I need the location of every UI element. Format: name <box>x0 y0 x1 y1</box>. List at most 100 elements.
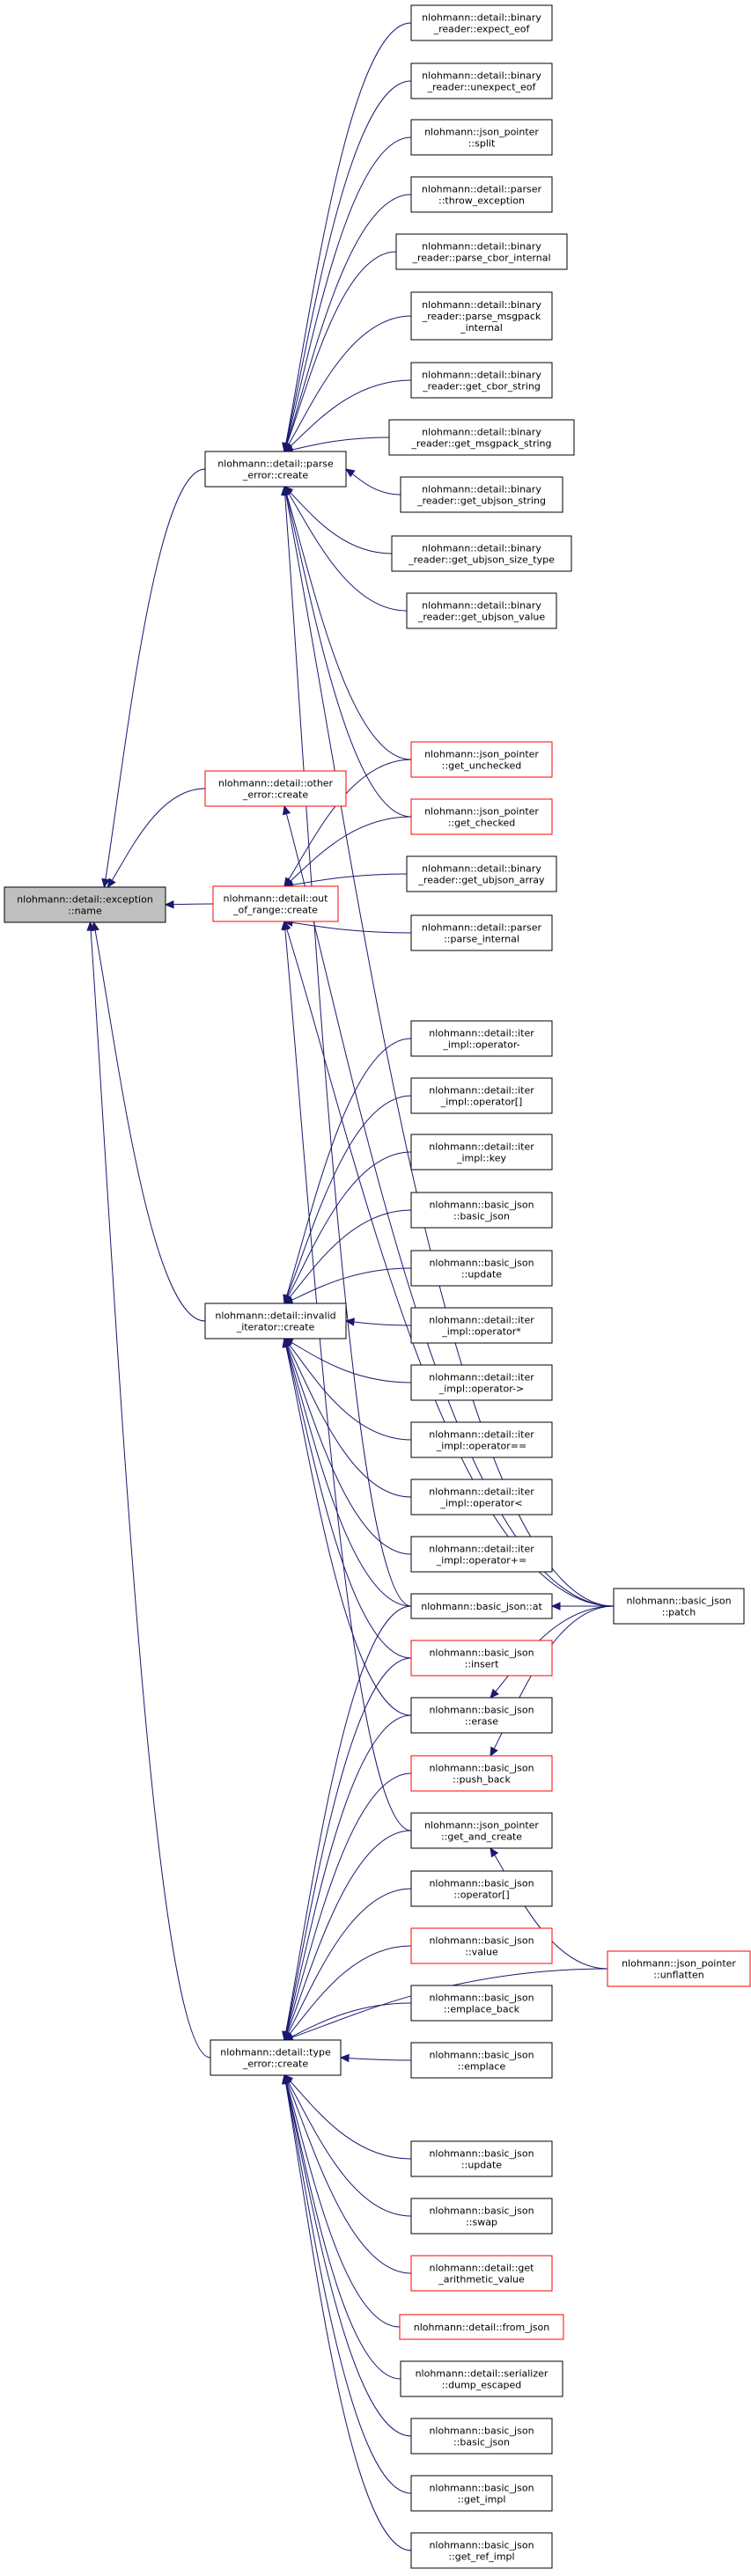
node-label: ::emplace_back <box>444 2004 520 2015</box>
node-label: _reader::get_msgpack_string <box>411 438 552 450</box>
call-edge <box>283 437 390 454</box>
graph-node-r39[interactable]: nlohmann::detail::serializer::dump_escap… <box>400 2360 563 2397</box>
node-label: nlohmann::basic_json <box>429 1993 534 2004</box>
node-label: nlohmann::detail::out <box>224 893 329 905</box>
edge-layer <box>86 22 615 2551</box>
graph-node-r26[interactable]: nlohmann::basic_json::at <box>410 1593 553 1619</box>
graph-node-r32[interactable]: nlohmann::basic_json::value <box>410 1927 553 1964</box>
graph-node-r15[interactable]: nlohmann::detail::parser::parse_internal <box>410 914 553 951</box>
node-label: ::throw_exception <box>438 195 525 207</box>
graph-node-r19[interactable]: nlohmann::basic_json::basic_json <box>410 1192 553 1229</box>
call-edge <box>283 251 397 453</box>
node-label: ::get_unchecked <box>442 760 521 772</box>
node-label: nlohmann::detail::parse <box>217 459 334 470</box>
graph-node-r23[interactable]: nlohmann::detail::iter_impl::operator== <box>410 1421 553 1458</box>
node-label: nlohmann::json_pointer <box>622 1958 736 1970</box>
node-label: _reader::get_cbor_string <box>422 381 541 393</box>
graph-node-r27[interactable]: nlohmann::basic_json::insert <box>410 1640 553 1677</box>
call-edge <box>283 1267 412 1304</box>
graph-node-r6[interactable]: nlohmann::detail::binary_reader::parse_m… <box>410 291 553 341</box>
graph-node-r22[interactable]: nlohmann::detail::iter_impl::operator-> <box>410 1364 553 1401</box>
call-edge <box>86 921 211 2059</box>
graph-node-unfl[interactable]: nlohmann::json_pointer::unflatten <box>607 1950 751 1987</box>
graph-node-oe[interactable]: nlohmann::detail::other_error::create <box>204 770 347 807</box>
call-edge <box>282 1605 412 2042</box>
graph-node-r37[interactable]: nlohmann::detail::get_arithmetic_value <box>410 2255 553 2292</box>
node-label: nlohmann::basic_json::at <box>421 1601 542 1612</box>
graph-node-patch[interactable]: nlohmann::basic_json::patch <box>613 1588 745 1625</box>
node-label: _error::create <box>242 789 308 801</box>
graph-node-r40[interactable]: nlohmann::basic_json::basic_json <box>410 2418 553 2455</box>
call-edge <box>283 816 412 887</box>
graph-node-r8[interactable]: nlohmann::detail::binary_reader::get_msg… <box>388 419 575 456</box>
graph-node-r25[interactable]: nlohmann::detail::iter_impl::operator+= <box>410 1536 553 1573</box>
graph-node-r41[interactable]: nlohmann::basic_json::get_impl <box>410 2475 553 2512</box>
graph-node-te[interactable]: nlohmann::detail::type_error::create <box>210 2039 342 2076</box>
graph-node-r24[interactable]: nlohmann::detail::iter_impl::operator< <box>410 1479 553 1516</box>
graph-node-r3[interactable]: nlohmann::json_pointer::split <box>410 119 553 156</box>
node-label: ::insert <box>465 1659 499 1670</box>
node-label: nlohmann::detail::iter <box>429 1544 534 1555</box>
graph-node-r29[interactable]: nlohmann::basic_json::push_back <box>410 1755 553 1792</box>
node-label: _reader::get_ubjson_value <box>417 612 546 623</box>
graph-node-r12[interactable]: nlohmann::json_pointer::get_unchecked <box>410 741 553 778</box>
graph-node-r35[interactable]: nlohmann::basic_json::update <box>410 2140 553 2177</box>
graph-node-r14[interactable]: nlohmann::detail::binary_reader::get_ubj… <box>406 855 557 892</box>
graph-node-r7[interactable]: nlohmann::detail::binary_reader::get_cbo… <box>410 362 553 399</box>
graph-node-r21[interactable]: nlohmann::detail::iter_impl::operator* <box>410 1307 553 1344</box>
node-label: nlohmann::detail::invalid <box>215 1310 335 1322</box>
graph-node-r30[interactable]: nlohmann::json_pointer::get_and_create <box>410 1812 553 1849</box>
graph-node-r34[interactable]: nlohmann::basic_json::emplace <box>410 2042 553 2079</box>
node-label: ::unflatten <box>653 1970 703 1981</box>
graph-node-r42[interactable]: nlohmann::basic_json::get_ref_impl <box>410 2532 553 2569</box>
graph-node-oor[interactable]: nlohmann::detail::out_of_range::create <box>212 885 339 922</box>
node-label: _impl::operator+= <box>436 1555 526 1567</box>
graph-node-r13[interactable]: nlohmann::json_pointer::get_checked <box>410 798 553 835</box>
node-label: nlohmann::basic_json <box>429 2540 534 2551</box>
call-edge <box>283 2002 412 2041</box>
graph-node-r1[interactable]: nlohmann::detail::binary_reader::expect_… <box>410 4 553 41</box>
node-label: ::parse_internal <box>444 934 519 945</box>
node-label: ::update <box>461 1269 502 1281</box>
node-label: _iterator::create <box>236 1322 315 1333</box>
node-label: nlohmann::detail::binary <box>422 543 541 554</box>
call-edge <box>283 485 412 760</box>
node-label: ::erase <box>465 1716 498 1728</box>
graph-node-r31[interactable]: nlohmann::basic_json::operator[] <box>410 1870 553 1907</box>
graph-node-pe[interactable]: nlohmann::detail::parse_error::create <box>204 451 347 488</box>
node-label: nlohmann::basic_json <box>429 1648 534 1659</box>
graph-node-r10[interactable]: nlohmann::detail::binary_reader::get_ubj… <box>391 535 572 572</box>
node-label: nlohmann::detail::binary <box>422 863 541 875</box>
graph-node-r28[interactable]: nlohmann::basic_json::erase <box>410 1697 553 1734</box>
graph-node-r16[interactable]: nlohmann::detail::iter_impl::operator- <box>410 1020 553 1057</box>
graph-node-r9[interactable]: nlohmann::detail::binary_reader::get_ubj… <box>400 476 563 513</box>
graph-node-r36[interactable]: nlohmann::basic_json::swap <box>410 2198 553 2235</box>
node-label: ::get_checked <box>448 818 516 829</box>
graph-node-r20[interactable]: nlohmann::basic_json::update <box>410 1250 553 1287</box>
graph-node-r11[interactable]: nlohmann::detail::binary_reader::get_ubj… <box>406 592 557 629</box>
node-label: nlohmann::detail::exception <box>17 894 153 906</box>
node-label: ::patch <box>662 1607 696 1618</box>
call-edge <box>283 1338 412 1383</box>
graph-node-r17[interactable]: nlohmann::detail::iter_impl::operator[] <box>410 1077 553 1114</box>
graph-node-r4[interactable]: nlohmann::detail::parser::throw_exceptio… <box>410 176 553 213</box>
call-edge <box>283 1095 412 1305</box>
graph-node-exc[interactable]: nlohmann::detail::exception::name <box>4 886 166 923</box>
node-label: nlohmann::basic_json <box>429 2050 534 2061</box>
graph-node-r18[interactable]: nlohmann::detail::iter_impl::key <box>410 1134 553 1171</box>
call-edge <box>282 804 615 1607</box>
graph-node-r5[interactable]: nlohmann::detail::binary_reader::parse_c… <box>395 233 568 270</box>
graph-node-r2[interactable]: nlohmann::detail::binary_reader::unexpec… <box>410 62 553 99</box>
call-edge <box>107 788 206 889</box>
node-label: nlohmann::detail::binary <box>422 299 541 311</box>
graph-node-r33[interactable]: nlohmann::basic_json::emplace_back <box>410 1985 553 2022</box>
node-label: ::dump_escaped <box>442 2380 522 2391</box>
node-label: nlohmann::basic_json <box>429 2148 534 2160</box>
graph-node-r38[interactable]: nlohmann::detail::from_json <box>399 2314 564 2340</box>
call-edge <box>282 2073 412 2437</box>
node-label: nlohmann::detail::binary <box>422 12 541 24</box>
node-label: ::get_and_create <box>441 1831 522 1843</box>
graph-node-ii[interactable]: nlohmann::detail::invalid_iterator::crea… <box>204 1303 347 1339</box>
node-label: nlohmann::basic_json <box>429 2483 534 2494</box>
node-label: ::basic_json <box>453 2437 510 2448</box>
